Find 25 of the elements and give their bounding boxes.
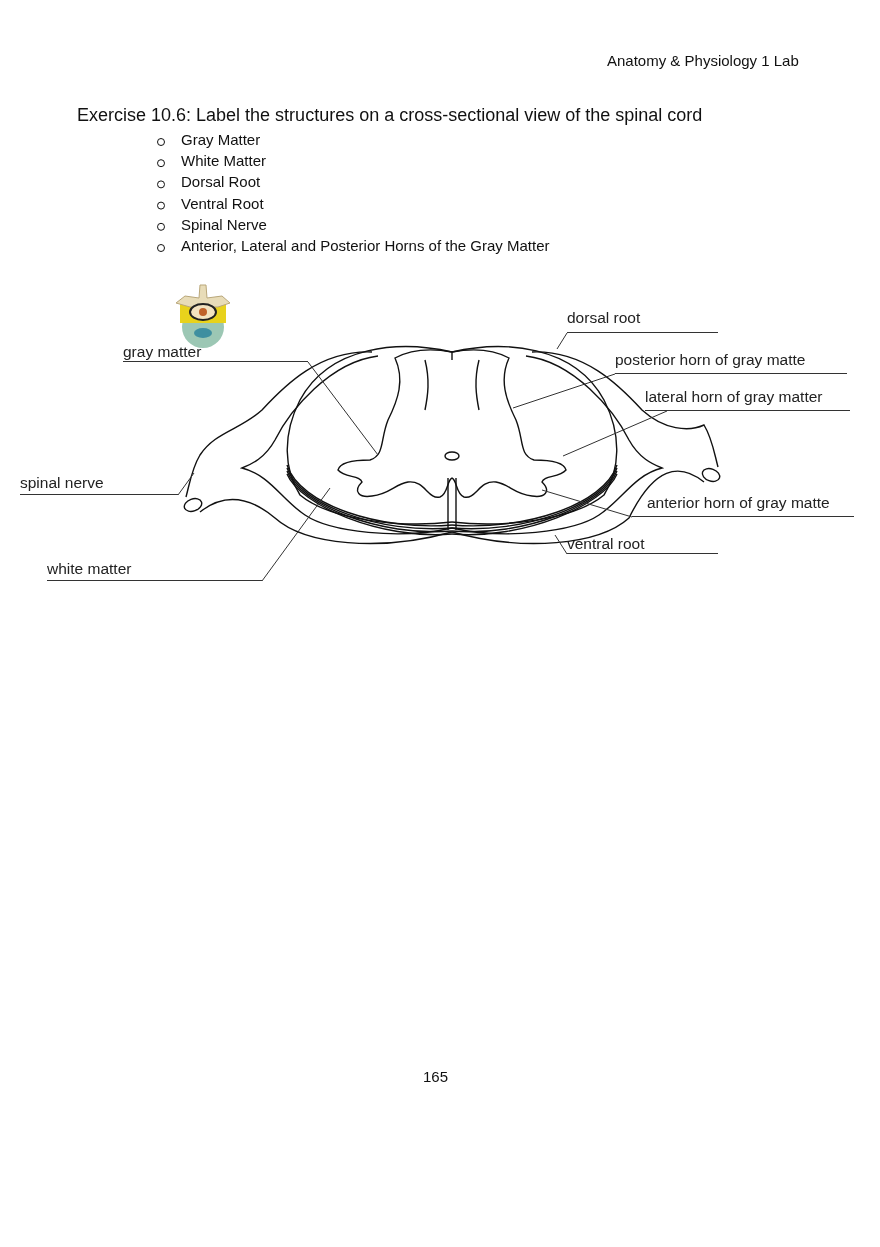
leader-line bbox=[177, 472, 195, 496]
leader-line bbox=[307, 361, 379, 456]
part-label: anterior horn of gray matte bbox=[632, 494, 854, 517]
part-label: dorsal root bbox=[567, 309, 718, 333]
page-header: Anatomy & Physiology 1 Lab bbox=[607, 52, 799, 69]
part-label: white matter bbox=[47, 560, 262, 581]
list-item: Dorsal Root bbox=[181, 173, 261, 191]
page-number: 165 bbox=[423, 1068, 449, 1085]
list-item: Spinal Nerve bbox=[181, 215, 267, 233]
leader-line bbox=[261, 487, 331, 582]
list-item: Anterior, Lateral and Posterior Horns of the Gray Matter bbox=[181, 237, 550, 254]
list-item: White Matter bbox=[181, 152, 267, 170]
exercise-title: Exercise 10.6: Label the structures on a cross-sectional view of the spinal cord bbox=[77, 105, 703, 126]
list-item: Ventral Root bbox=[181, 194, 264, 212]
part-label: posterior horn of gray matte bbox=[615, 351, 847, 374]
leader-line bbox=[554, 534, 568, 555]
leader-line bbox=[512, 373, 616, 409]
part-label: gray matter bbox=[123, 343, 308, 362]
leader-line bbox=[562, 410, 668, 457]
leader-line bbox=[541, 489, 633, 518]
list-item: Gray Matter bbox=[181, 131, 261, 148]
part-label: lateral horn of gray matter bbox=[645, 388, 850, 411]
leader-line bbox=[556, 332, 568, 350]
part-label: ventral root bbox=[567, 535, 718, 554]
part-label: spinal nerve bbox=[20, 474, 178, 495]
